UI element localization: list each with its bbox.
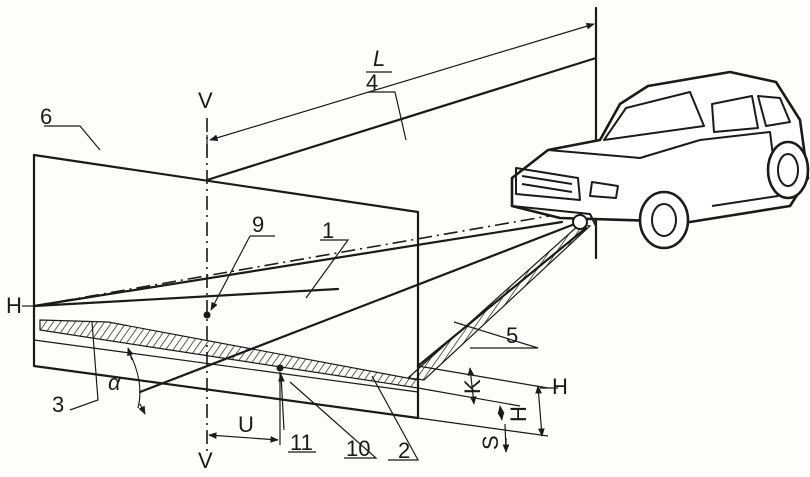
label-s: S [478,435,503,450]
label-k: K [460,379,485,394]
label-4: 4 [366,70,378,95]
label-u: U [238,412,254,437]
dimension-L [206,22,595,155]
leader-lines [44,91,539,461]
label-alpha: α [108,370,122,395]
label-h-dim: H [506,406,531,422]
rear-wall [205,6,598,260]
car-icon [510,70,810,250]
angle-alpha [127,347,146,415]
ground-beam [406,223,592,381]
point-9 [203,235,275,319]
label-2: 2 [398,438,410,463]
light-strip [39,319,419,389]
label-5: 5 [506,323,518,348]
dimension-U [208,372,281,445]
label-6: 6 [40,104,52,129]
label-h-right: H [552,374,568,399]
label-1: 1 [322,218,334,243]
height-dimensions [417,365,558,453]
label-L: L [373,46,385,71]
label-v-top: V [198,88,213,113]
point-11 [276,364,285,431]
label-v-bottom: V [198,448,213,473]
label-h-left: H [6,293,22,318]
label-3: 3 [52,392,64,417]
label-11: 11 [290,430,313,455]
label-9: 9 [252,212,264,237]
label-10: 10 [346,436,370,461]
screen-panel [32,153,420,420]
